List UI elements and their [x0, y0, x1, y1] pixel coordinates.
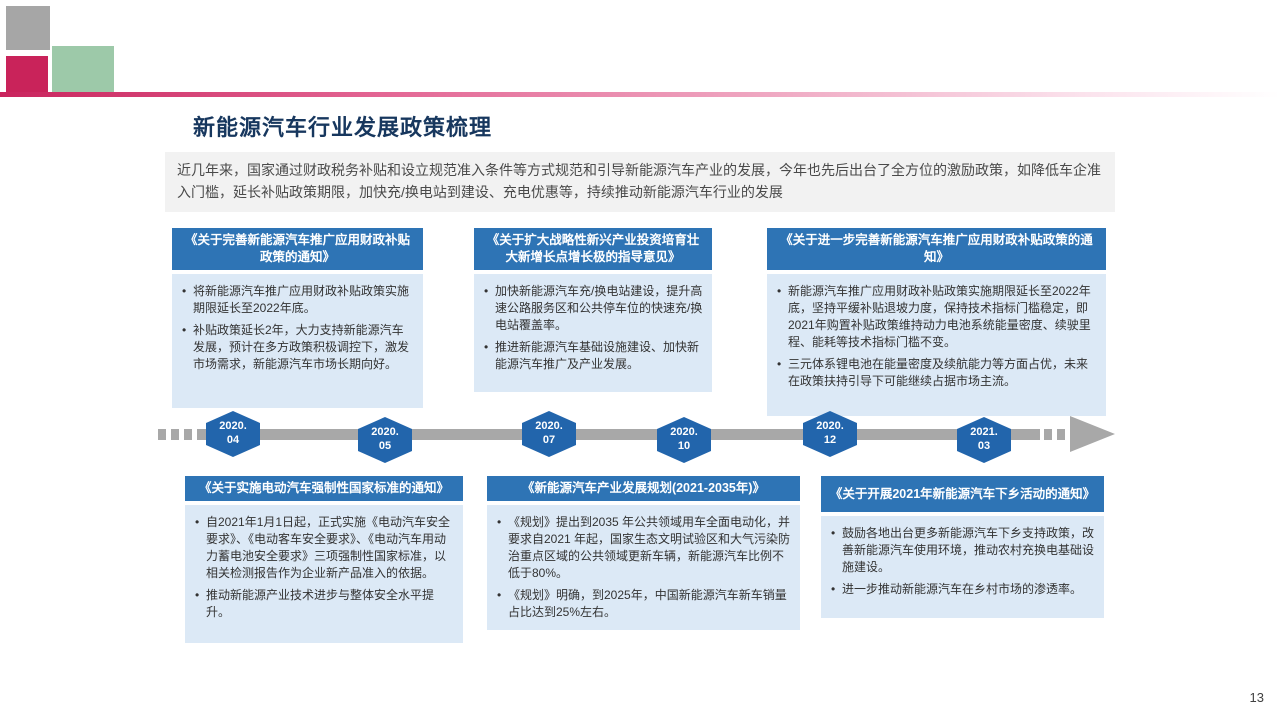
policy-card-body: 《规划》提出到2035 年公共领域用车全面电动化，并要求自2021 年起，国家生…: [487, 505, 800, 631]
policy-bullet: 进一步推动新能源汽车在乡村市场的渗透率。: [829, 581, 1096, 598]
policy-card-title: 《关于扩大战略性新兴产业投资培育壮大新增长点增长极的指导意见》: [474, 228, 712, 270]
policy-card-body: 新能源汽车推广应用财政补贴政策实施期限延长至2022年底，坚持平缓补贴退坡力度，…: [767, 273, 1106, 416]
timeline-dash: [1057, 429, 1065, 440]
policy-card-body: 鼓励各地出台更多新能源汽车下乡支持政策，改善新能源汽车使用环境，推动农村充换电基…: [821, 516, 1104, 618]
policy-bullet-list: 将新能源汽车推广应用财政补贴政策实施期限延长至2022年底。 补贴政策延长2年，…: [180, 283, 415, 373]
badge-month: 03: [977, 440, 991, 452]
timeline-dash: [1044, 429, 1052, 440]
policy-bullet-list: 加快新能源汽车充/换电站建设，提升高速公路服务区和公共停车位的快速充/换电站覆盖…: [482, 283, 704, 373]
policy-bullet: 加快新能源汽车充/换电站建设，提升高速公路服务区和公共停车位的快速充/换电站覆盖…: [482, 283, 704, 334]
timeline-badge-2020-04: 2020. 04: [206, 411, 260, 457]
policy-bullet: 将新能源汽车推广应用财政补贴政策实施期限延长至2022年底。: [180, 283, 415, 317]
policy-card-bottom-3: 《关于开展2021年新能源汽车下乡活动的通知》 鼓励各地出台更多新能源汽车下乡支…: [821, 476, 1104, 618]
timeline-badge-2020-10: 2020. 10: [657, 417, 711, 463]
decorative-square-gray: [6, 6, 50, 50]
badge-year: 2020.: [371, 426, 399, 439]
badge-month: 04: [226, 434, 240, 446]
badge-year: 2021.: [970, 426, 998, 439]
policy-card-title: 《关于开展2021年新能源汽车下乡活动的通知》: [821, 476, 1104, 512]
policy-card-bottom-2: 《新能源汽车产业发展规划(2021-2035年)》 《规划》提出到2035 年公…: [487, 476, 800, 631]
timeline-dash: [184, 429, 192, 440]
policy-card-title: 《新能源汽车产业发展规划(2021-2035年)》: [487, 476, 800, 501]
policy-bullet-list: 自2021年1月1日起，正式实施《电动汽车安全要求》、《电动客车安全要求》、《电…: [193, 514, 455, 621]
policy-card-top-2: 《关于扩大战略性新兴产业投资培育壮大新增长点增长极的指导意见》 加快新能源汽车充…: [474, 228, 712, 392]
policy-bullet: 鼓励各地出台更多新能源汽车下乡支持政策，改善新能源汽车使用环境，推动农村充换电基…: [829, 525, 1096, 576]
badge-month: 12: [823, 434, 837, 446]
policy-bullet: 新能源汽车推广应用财政补贴政策实施期限延长至2022年底，坚持平缓补贴退坡力度，…: [775, 283, 1098, 351]
policy-bullet: 推进新能源汽车基础设施建设、加快新能源汽车推广及产业发展。: [482, 339, 704, 373]
policy-card-top-1: 《关于完善新能源汽车推广应用财政补贴政策的通知》 将新能源汽车推广应用财政补贴政…: [172, 228, 423, 408]
badge-year: 2020.: [670, 426, 698, 439]
timeline-badge-2020-07: 2020. 07: [522, 411, 576, 457]
timeline-dash: [158, 429, 166, 440]
policy-card-body: 自2021年1月1日起，正式实施《电动汽车安全要求》、《电动客车安全要求》、《电…: [185, 505, 463, 643]
page-number: 13: [1249, 690, 1264, 705]
policy-bullet: 《规划》明确，到2025年，中国新能源汽车新车销量占比达到25%左右。: [495, 587, 792, 621]
policy-card-body: 加快新能源汽车充/换电站建设，提升高速公路服务区和公共停车位的快速充/换电站覆盖…: [474, 273, 712, 392]
policy-bullet: 推动新能源产业技术进步与整体安全水平提升。: [193, 587, 455, 621]
policy-bullet-list: 《规划》提出到2035 年公共领域用车全面电动化，并要求自2021 年起，国家生…: [495, 514, 792, 621]
decorative-square-green: [52, 46, 114, 92]
badge-year: 2020.: [219, 420, 247, 433]
policy-bullet-list: 新能源汽车推广应用财政补贴政策实施期限延长至2022年底，坚持平缓补贴退坡力度，…: [775, 283, 1098, 390]
policy-card-title: 《关于实施电动汽车强制性国家标准的通知》: [185, 476, 463, 501]
timeline-arrowhead-icon: [1070, 416, 1115, 452]
policy-bullet: 自2021年1月1日起，正式实施《电动汽车安全要求》、《电动客车安全要求》、《电…: [193, 514, 455, 582]
policy-bullet-list: 鼓励各地出台更多新能源汽车下乡支持政策，改善新能源汽车使用环境，推动农村充换电基…: [829, 525, 1096, 598]
timeline-badge-2020-05: 2020. 05: [358, 417, 412, 463]
policy-card-top-3: 《关于进一步完善新能源汽车推广应用财政补贴政策的通知》 新能源汽车推广应用财政补…: [767, 228, 1106, 416]
policy-bullet: 《规划》提出到2035 年公共领域用车全面电动化，并要求自2021 年起，国家生…: [495, 514, 792, 582]
badge-month: 10: [677, 440, 691, 452]
badge-month: 05: [378, 440, 392, 452]
policy-card-title: 《关于进一步完善新能源汽车推广应用财政补贴政策的通知》: [767, 228, 1106, 270]
badge-year: 2020.: [535, 420, 563, 433]
timeline-bar: [197, 429, 1040, 440]
intro-text: 近几年来，国家通过财政税务补贴和设立规范准入条件等方式规范和引导新能源汽车产业的…: [165, 152, 1115, 212]
timeline-badge-2021-03: 2021. 03: [957, 417, 1011, 463]
badge-month: 07: [542, 434, 556, 446]
badge-year: 2020.: [816, 420, 844, 433]
accent-divider: [0, 92, 1280, 97]
decorative-square-red: [6, 56, 48, 92]
timeline-dash: [171, 429, 179, 440]
policy-card-bottom-1: 《关于实施电动汽车强制性国家标准的通知》 自2021年1月1日起，正式实施《电动…: [185, 476, 463, 643]
timeline-badge-2020-12: 2020. 12: [803, 411, 857, 457]
policy-bullet: 三元体系锂电池在能量密度及续航能力等方面占优，未来在政策扶持引导下可能继续占据市…: [775, 356, 1098, 390]
policy-bullet: 补贴政策延长2年，大力支持新能源汽车发展，预计在多方政策积极调控下，激发市场需求…: [180, 322, 415, 373]
page-title: 新能源汽车行业发展政策梳理: [193, 115, 493, 140]
policy-card-title: 《关于完善新能源汽车推广应用财政补贴政策的通知》: [172, 228, 423, 270]
policy-card-body: 将新能源汽车推广应用财政补贴政策实施期限延长至2022年底。 补贴政策延长2年，…: [172, 273, 423, 408]
